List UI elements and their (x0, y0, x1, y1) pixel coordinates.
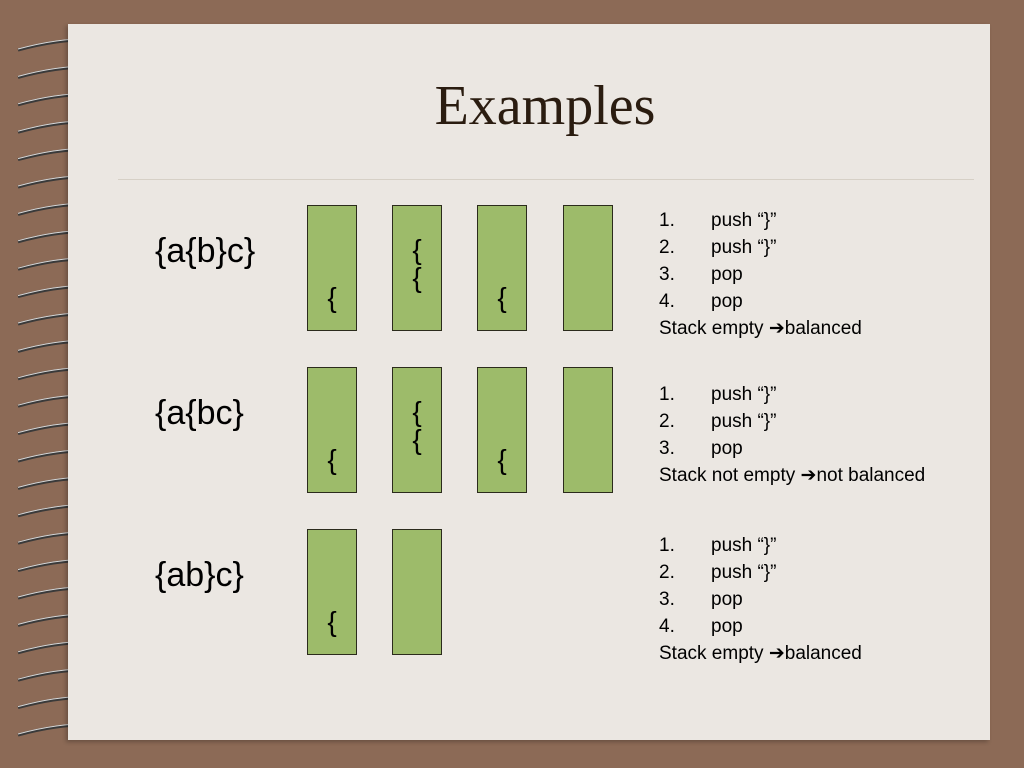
conclusion-result: not balanced (816, 465, 926, 486)
step-text: push “}” (711, 562, 777, 583)
steps-list: 1. push “}” 2. push “}” 3. pop Stack not… (659, 381, 925, 489)
stack-box-empty (392, 529, 442, 655)
expression-label: {a{bc} (155, 394, 244, 432)
stack-box-empty (563, 205, 613, 331)
step-item: 2. push “}” (659, 408, 925, 435)
stack-box: { (307, 529, 357, 655)
step-text: push “}” (711, 210, 777, 231)
steps-list: 1. push “}” 2. push “}” 3. pop 4. pop St… (659, 207, 862, 342)
step-item: 2. push “}” (659, 559, 862, 586)
stack-box: { (477, 367, 527, 493)
step-number: 1. (659, 384, 675, 405)
conclusion-prefix: Stack empty (659, 643, 769, 664)
step-number: 3. (659, 264, 675, 285)
stack-brace: { (497, 444, 507, 475)
conclusion-prefix: Stack not empty (659, 465, 801, 486)
steps-list: 1. push “}” 2. push “}” 3. pop 4. pop St… (659, 532, 862, 667)
stack-box: { { (392, 367, 442, 493)
step-text: pop (711, 264, 743, 285)
step-number: 1. (659, 210, 675, 231)
stack-box: { (477, 205, 527, 331)
step-number: 1. (659, 535, 675, 556)
step-text: pop (711, 438, 743, 459)
step-text: pop (711, 291, 743, 312)
title-divider (118, 179, 974, 180)
conclusion-result: balanced (784, 643, 862, 664)
conclusion: Stack empty ➔balanced (659, 315, 862, 342)
notebook-page (68, 24, 990, 740)
stack-brace: { (327, 444, 337, 475)
conclusion: Stack empty ➔balanced (659, 640, 862, 667)
step-item: 3. pop (659, 261, 862, 288)
step-number: 2. (659, 237, 675, 258)
stack-box: { (307, 205, 357, 331)
step-number: 2. (659, 411, 675, 432)
step-text: pop (711, 589, 743, 610)
stack-box: { (307, 367, 357, 493)
slide-title: Examples (434, 75, 656, 137)
step-item: 1. push “}” (659, 381, 925, 408)
stack-brace: { (497, 282, 507, 313)
step-number: 3. (659, 438, 675, 459)
step-text: push “}” (711, 411, 777, 432)
step-item: 3. pop (659, 435, 925, 462)
step-text: pop (711, 616, 743, 637)
step-item: 4. pop (659, 288, 862, 315)
step-text: push “}” (711, 384, 777, 405)
step-number: 3. (659, 589, 675, 610)
stack-brace: { (327, 606, 337, 637)
stack-brace: { (327, 282, 337, 313)
conclusion-result: balanced (784, 318, 862, 339)
stack-brace: { (412, 262, 422, 293)
stack-brace: { (412, 234, 422, 265)
right-arrow-icon: ➔ (768, 318, 785, 339)
stack-brace: { (412, 396, 422, 427)
step-item: 1. push “}” (659, 207, 862, 234)
step-item: 2. push “}” (659, 234, 862, 261)
stack-box-empty (563, 367, 613, 493)
right-arrow-icon: ➔ (768, 643, 785, 664)
step-number: 4. (659, 291, 675, 312)
stack-box: { { (392, 205, 442, 331)
expression-label: {ab}c} (155, 556, 244, 594)
step-item: 4. pop (659, 613, 862, 640)
conclusion-prefix: Stack empty (659, 318, 769, 339)
step-number: 2. (659, 562, 675, 583)
stack-brace: { (412, 424, 422, 455)
step-item: 3. pop (659, 586, 862, 613)
step-text: push “}” (711, 535, 777, 556)
conclusion: Stack not empty ➔not balanced (659, 462, 925, 489)
step-item: 1. push “}” (659, 532, 862, 559)
step-number: 4. (659, 616, 675, 637)
step-text: push “}” (711, 237, 777, 258)
right-arrow-icon: ➔ (800, 465, 817, 486)
expression-label: {a{b}c} (155, 232, 256, 270)
